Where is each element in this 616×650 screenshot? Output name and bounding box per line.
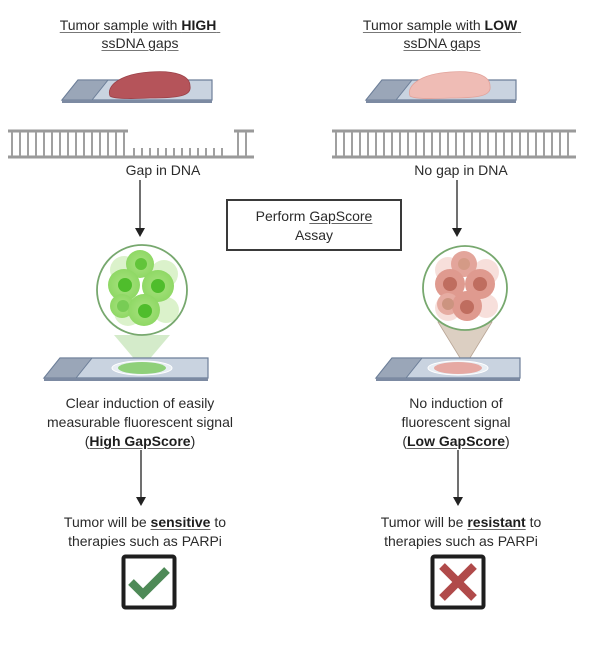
left-magnified-cells <box>96 244 188 368</box>
left-arrow-1 <box>135 180 145 237</box>
left-result-line1: Clear induction of easily <box>65 395 215 411</box>
paren-close: ) <box>505 433 510 449</box>
tissue-high <box>108 71 191 99</box>
left-dna-label: Gap in DNA <box>125 162 201 178</box>
right-result-line1: No induction of <box>409 395 503 411</box>
tissue-low <box>408 71 491 99</box>
left-outcome-text: Tumor will be sensitive to therapies suc… <box>40 513 250 551</box>
right-outcome-text: Tumor will be resistant to therapies suc… <box>356 513 566 551</box>
assay-prefix: Perform <box>255 208 310 224</box>
right-outcome-line2: therapies such as PARPi <box>384 533 538 549</box>
left-result-text: Clear induction of easily measurable flu… <box>20 394 260 451</box>
paren-close: ) <box>190 433 196 449</box>
right-score-label: Low GapScore <box>406 433 506 449</box>
right-arrow-1 <box>452 180 462 237</box>
left-arrow-2 <box>136 450 146 506</box>
right-result-text: No induction of fluorescent signal (Low … <box>356 394 556 451</box>
assay-line2: Assay <box>294 227 334 243</box>
assay-gapscore: GapScore <box>309 208 373 224</box>
green-signal <box>118 362 166 374</box>
left-signal-slide <box>42 357 209 381</box>
right-signal-slide <box>374 357 521 381</box>
right-outcome-bold: resistant <box>467 514 526 530</box>
left-outcome-suffix: to <box>210 514 227 530</box>
right-title: Tumor sample with LOW ssDNA gaps <box>332 16 552 52</box>
left-title: Tumor sample with HIGH ssDNA gaps <box>30 16 250 52</box>
zoom-cone <box>114 335 170 368</box>
check-icon <box>121 554 177 610</box>
right-magnified-cells <box>422 245 508 367</box>
left-title-line2: ssDNA gaps <box>101 35 179 51</box>
dna-with-gap-icon <box>8 129 254 159</box>
dna-no-gap-icon <box>332 129 576 159</box>
right-outcome-prefix: Tumor will be <box>380 514 468 530</box>
assay-box: Perform GapScore Assay <box>226 199 402 251</box>
left-tissue-slide <box>60 71 213 103</box>
right-arrow-2 <box>453 450 463 506</box>
right-outcome-suffix: to <box>525 514 542 530</box>
paren-open: ( <box>402 433 407 449</box>
left-title-prefix: Tumor sample with <box>59 17 182 33</box>
x-icon <box>430 554 486 610</box>
right-title-line2: ssDNA gaps <box>403 35 481 51</box>
left-outcome-bold: sensitive <box>150 514 211 530</box>
left-score-label: High GapScore <box>89 433 191 449</box>
left-title-bold: HIGH <box>181 17 217 33</box>
left-outcome-prefix: Tumor will be <box>63 514 151 530</box>
paren-open: ( <box>84 433 90 449</box>
right-title-bold: LOW <box>484 17 518 33</box>
left-result-line2: measurable fluorescent signal <box>47 414 233 430</box>
right-result-line2: fluorescent signal <box>401 414 511 430</box>
left-outcome-line2: therapies such as PARPi <box>68 533 222 549</box>
right-title-prefix: Tumor sample with <box>362 17 485 33</box>
pink-tissue-spot <box>434 362 482 374</box>
right-tissue-slide <box>364 71 517 103</box>
right-dna-label: No gap in DNA <box>414 162 508 178</box>
